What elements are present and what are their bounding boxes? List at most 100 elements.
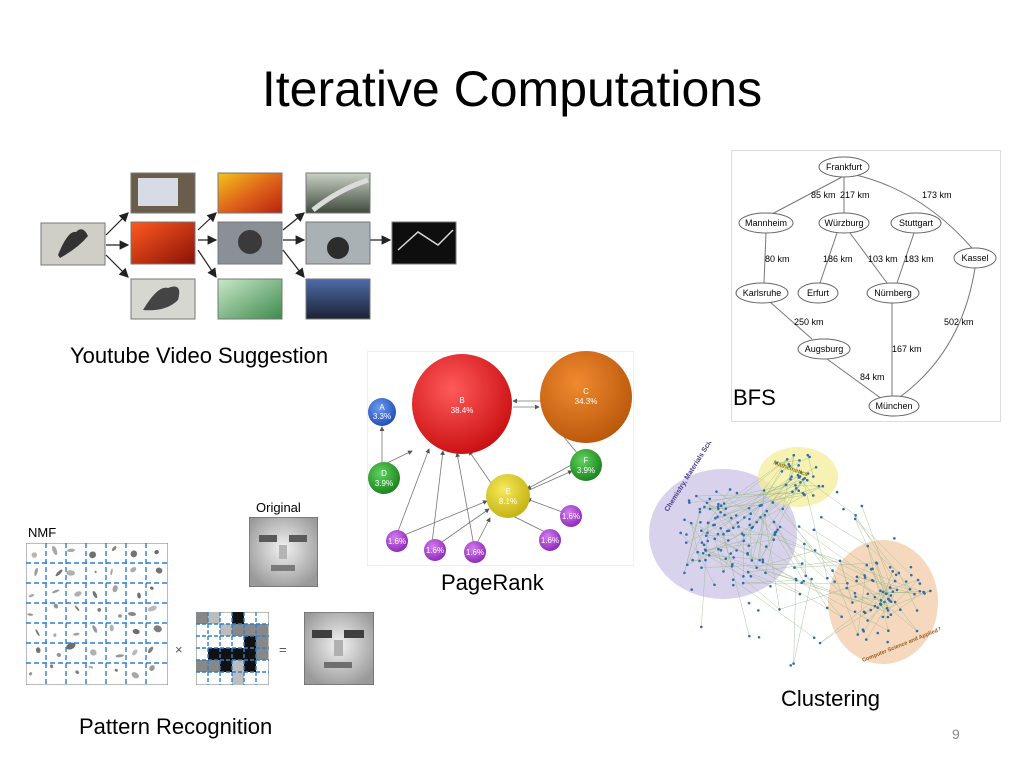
cluster-edge (779, 579, 873, 610)
cluster-edge (773, 521, 828, 609)
cluster-node (757, 609, 760, 612)
cluster-node (724, 507, 728, 510)
cluster-node (724, 557, 728, 561)
nmf-matrix-cell (196, 660, 208, 672)
cluster-node (704, 558, 707, 562)
city-node: Karlsruhe (743, 288, 782, 298)
cluster-edge (805, 575, 842, 617)
nmf-basis-stroke (89, 551, 97, 559)
cluster-edge (804, 543, 807, 576)
cluster-node (699, 625, 703, 629)
cluster-node (876, 631, 880, 635)
cluster-node (886, 609, 890, 612)
pagerank-nodes: B 38.4% C 34.3% A 3.3% D 3.9% F 3.9% E 8… (368, 351, 632, 563)
cluster-node (838, 559, 842, 563)
cluster-edge (684, 511, 701, 573)
nmf-basis-stroke (110, 568, 113, 576)
cluster-node (722, 570, 725, 573)
cluster-node (788, 464, 791, 468)
cluster-node (873, 595, 877, 599)
cluster-edge (743, 580, 797, 584)
node-value: 8.1% (499, 497, 517, 506)
cluster-node (690, 588, 694, 591)
cluster-edge (717, 485, 823, 518)
clustering-network: Chemistry, Materials Science and Physics… (649, 442, 940, 667)
pagerank-node-small (539, 529, 561, 551)
cluster-node (708, 497, 712, 501)
cluster-node (716, 532, 720, 536)
nmf-matrix-cell (196, 612, 208, 624)
cluster-node (780, 470, 784, 473)
nmf-matrix-cell (232, 672, 244, 684)
cluster-node (915, 609, 919, 612)
cluster-edge (764, 515, 780, 610)
cluster-edge (749, 455, 794, 520)
cluster-node (876, 606, 879, 609)
cluster-node (846, 581, 849, 585)
cluster-edge (854, 518, 892, 602)
cluster-node (792, 662, 795, 665)
cluster-node (910, 573, 913, 577)
cluster-node (810, 577, 813, 581)
cluster-node (719, 504, 723, 507)
cluster-node (862, 630, 865, 633)
cluster-node (893, 579, 897, 583)
nmf-basis-stroke (34, 567, 38, 576)
nmf-matrix-cell (208, 612, 220, 624)
cluster-node (713, 583, 716, 587)
cluster-node (888, 566, 892, 569)
nmf-matrix-cell (256, 624, 268, 636)
bfs-edge-labels: 85 km 217 km 173 km 80 km 186 km 103 km … (765, 190, 974, 382)
cluster-node (700, 566, 703, 569)
city-node: Stuttgart (899, 218, 934, 228)
nmf-matrix-cell (256, 636, 268, 648)
cluster-edge (705, 539, 774, 551)
cluster-node (683, 518, 686, 522)
nmf-matrix-cell (232, 612, 244, 624)
node-name: D (381, 469, 387, 478)
cluster-node (840, 615, 843, 619)
cluster-node (860, 504, 864, 508)
pagerank-node-d (368, 462, 400, 494)
cluster-node (737, 525, 740, 528)
cluster-node (872, 579, 875, 583)
cluster-edge (748, 459, 788, 509)
cluster-node (794, 487, 798, 490)
cluster-node (863, 574, 866, 577)
cluster-edge (774, 533, 853, 603)
cluster-node (747, 601, 751, 605)
cluster-node (746, 570, 750, 574)
cluster-edge (748, 560, 841, 573)
cluster-edge (765, 539, 774, 573)
nmf-matrix-cell (232, 660, 244, 672)
cluster-node (881, 615, 885, 619)
cluster-edge (819, 587, 891, 644)
cluster-node (842, 507, 845, 511)
cluster-node (813, 549, 817, 552)
cluster-node (755, 520, 759, 524)
nmf-basis-stroke (53, 633, 57, 637)
cluster-node (888, 599, 891, 602)
cluster-node (803, 542, 806, 546)
cluster-node (778, 608, 781, 611)
cluster-node (688, 501, 691, 504)
cluster-edge (690, 523, 700, 561)
cluster-node (706, 539, 709, 543)
cluster-edge (803, 580, 878, 608)
youtube-caption: Youtube Video Suggestion (70, 343, 329, 368)
cluster-node (866, 544, 870, 548)
nmf-basis-stroke (94, 570, 97, 574)
pagerank-caption: PageRank (441, 570, 544, 595)
cluster-node (797, 489, 800, 493)
cluster-node (833, 580, 836, 583)
cluster-node (773, 533, 776, 537)
cluster-node (798, 459, 801, 462)
cluster-edge (706, 484, 786, 504)
cluster-edges (680, 455, 931, 664)
cluster-edge (867, 545, 899, 574)
node-name: E (505, 487, 510, 496)
cluster-node (893, 537, 896, 540)
city-node: Nürnberg (874, 288, 912, 298)
nmf-encoding-matrix (196, 612, 269, 685)
cluster-edge (832, 570, 889, 600)
